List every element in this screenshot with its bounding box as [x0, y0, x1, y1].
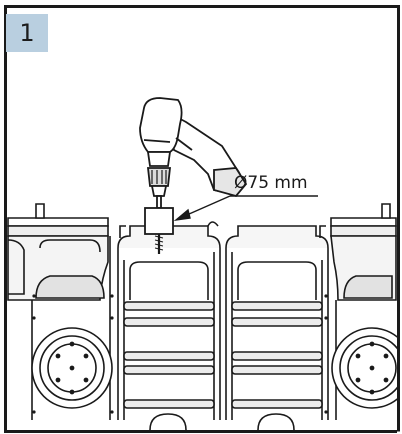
right-rivets — [324, 294, 328, 414]
hole-saw-icon — [144, 207, 174, 254]
tank-left-section — [7, 235, 119, 420]
drill-icon — [139, 97, 248, 209]
tank-top-ledge — [7, 203, 397, 237]
left-circular-port — [31, 327, 113, 409]
step-number-badge: 1 — [6, 14, 48, 52]
right-circular-port — [331, 327, 402, 409]
channel-bottom-arches — [149, 413, 295, 431]
tank-center-channels — [117, 221, 329, 420]
arrow-icon — [173, 195, 318, 222]
left-rivets — [32, 294, 114, 414]
hole-diameter-label: Ø75 mm — [234, 173, 308, 193]
tank-right-section — [330, 235, 397, 420]
channel-ribs — [123, 301, 323, 409]
